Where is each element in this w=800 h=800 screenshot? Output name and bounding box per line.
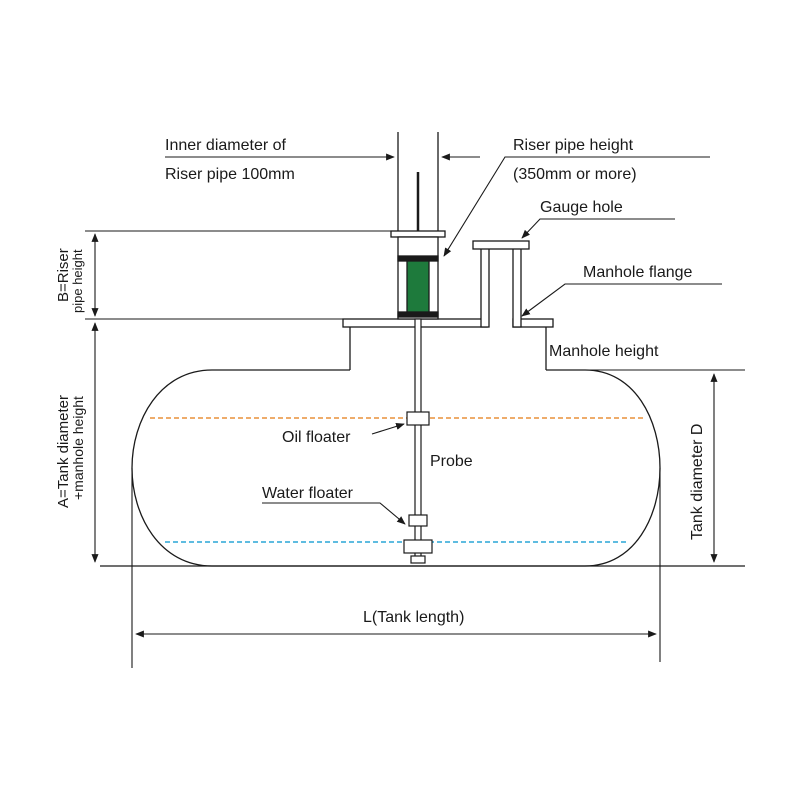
riser-band-top (397, 255, 439, 262)
probe-label: Probe (430, 453, 473, 470)
a-dimension-label-line2: +manhole height (70, 396, 86, 500)
gauge-hole-pipe-left (480, 247, 490, 328)
water-floater-upper (408, 514, 428, 527)
water-floater-label: Water floater (262, 485, 354, 502)
manhole (342, 240, 554, 370)
gauge-hole-pipe-right (512, 247, 522, 328)
manhole-height-label: Manhole height (549, 343, 659, 360)
gauge-hole-flange (472, 240, 530, 250)
riser-pipe (390, 132, 446, 320)
water-floater-leader (262, 502, 406, 525)
manhole-flange-label: Manhole flange (583, 264, 693, 281)
oil-floater (406, 411, 430, 426)
water-floater-lower (403, 539, 433, 554)
riser-height-label-line2: (350mm or more) (513, 166, 637, 183)
dimension-lines (85, 153, 745, 668)
inner-diameter-label-line1: Inner diameter of (165, 137, 287, 154)
tank-outline (131, 369, 661, 567)
tank-diameter-label: Tank diameter D (689, 424, 706, 541)
probe-head-green (406, 257, 430, 315)
gauge-hole-leader (521, 218, 675, 239)
oil-floater-leader (371, 423, 405, 435)
probe (403, 318, 433, 564)
oil-floater-label: Oil floater (282, 429, 351, 446)
inner-diameter-label-line2: Riser pipe 100mm (165, 166, 295, 183)
callout-leaders (262, 156, 722, 525)
tank-length-label: L(Tank length) (363, 609, 464, 626)
gauge-hole-label: Gauge hole (540, 199, 623, 216)
manhole-flange-leader (521, 283, 722, 317)
tank-body (100, 369, 745, 567)
labels: Inner diameter of Riser pipe 100mm Riser… (55, 137, 706, 626)
riser-height-label-line1: Riser pipe height (513, 137, 634, 154)
a-dimension-label-line1: A=Tank diameter (55, 395, 72, 508)
probe-foot (410, 555, 426, 564)
riser-top-flange (390, 230, 446, 238)
b-dimension-label-line2: pipe height (70, 249, 85, 313)
b-dimension-label-line1: B=Riser (55, 248, 72, 302)
riser-band-bottom (397, 311, 439, 318)
